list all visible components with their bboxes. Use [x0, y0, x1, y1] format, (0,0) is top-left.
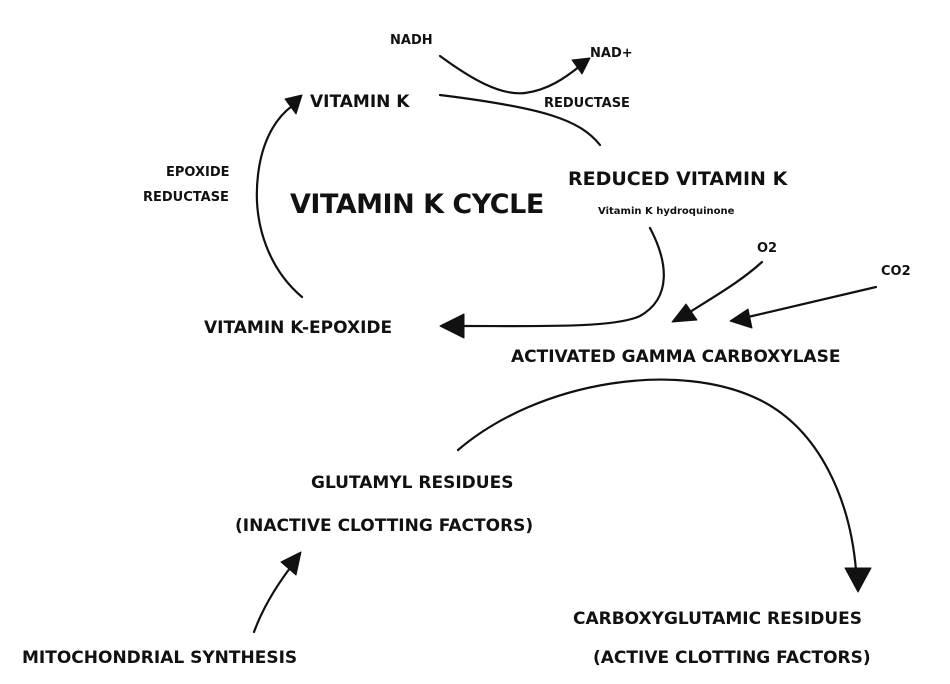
arrow-glutamyl-to-carboxyglutamic — [456, 378, 858, 572]
arrowhead-vitamin-k — [284, 94, 303, 115]
label-co2: CO2 — [881, 264, 911, 279]
label-vitamin-k: VITAMIN K — [310, 92, 410, 112]
arrow-o2 — [688, 260, 764, 314]
label-vitamin-k-epoxide: VITAMIN K-EPOXIDE — [204, 318, 392, 338]
label-epoxide-reductase-line2: REDUCTASE — [143, 190, 229, 205]
label-hydroquinone: Vitamin K hydroquinone — [598, 206, 735, 217]
label-glutamyl-residues: GLUTAMYL RESIDUES — [311, 473, 513, 493]
arrow-mitochondrial-to-glutamyl — [252, 566, 292, 634]
label-reductase: REDUCTASE — [544, 96, 630, 111]
arrowhead-nad — [571, 57, 591, 75]
arrowhead-o2 — [671, 303, 698, 323]
arrowhead-glutamyl — [280, 551, 302, 576]
arrow-epoxide-to-vitamin-k — [255, 104, 304, 299]
label-reduced-vitamin-k: REDUCED VITAMIN K — [568, 168, 789, 190]
arrow-nadh-to-nad — [438, 54, 582, 95]
label-nad-plus: NAD+ — [590, 46, 633, 61]
arrow-reductase-reduced-to-vitamin-k — [438, 93, 602, 147]
label-activated-gamma-carboxylase: ACTIVATED GAMMA CARBOXYLASE — [511, 347, 840, 367]
label-o2: O2 — [757, 241, 777, 256]
label-mitochondrial-synthesis: MITOCHONDRIAL SYNTHESIS — [22, 648, 297, 668]
arrowhead-epoxide — [439, 313, 465, 339]
arrow-reduced-to-epoxide — [460, 226, 665, 328]
arrowhead-carboxyglutamic — [844, 567, 872, 593]
arrowhead-co2 — [729, 308, 753, 329]
diagram-title: VITAMIN K CYCLE — [290, 189, 544, 220]
label-inactive-clotting-factors: (INACTIVE CLOTTING FACTORS) — [235, 516, 533, 536]
arrow-co2 — [746, 285, 878, 319]
label-epoxide-reductase-line1: EPOXIDE — [166, 165, 230, 180]
label-active-clotting-factors: (ACTIVE CLOTTING FACTORS) — [593, 648, 871, 668]
label-carboxyglutamic-residues: CARBOXYGLUTAMIC RESIDUES — [573, 609, 862, 629]
label-nadh: NADH — [390, 33, 433, 48]
